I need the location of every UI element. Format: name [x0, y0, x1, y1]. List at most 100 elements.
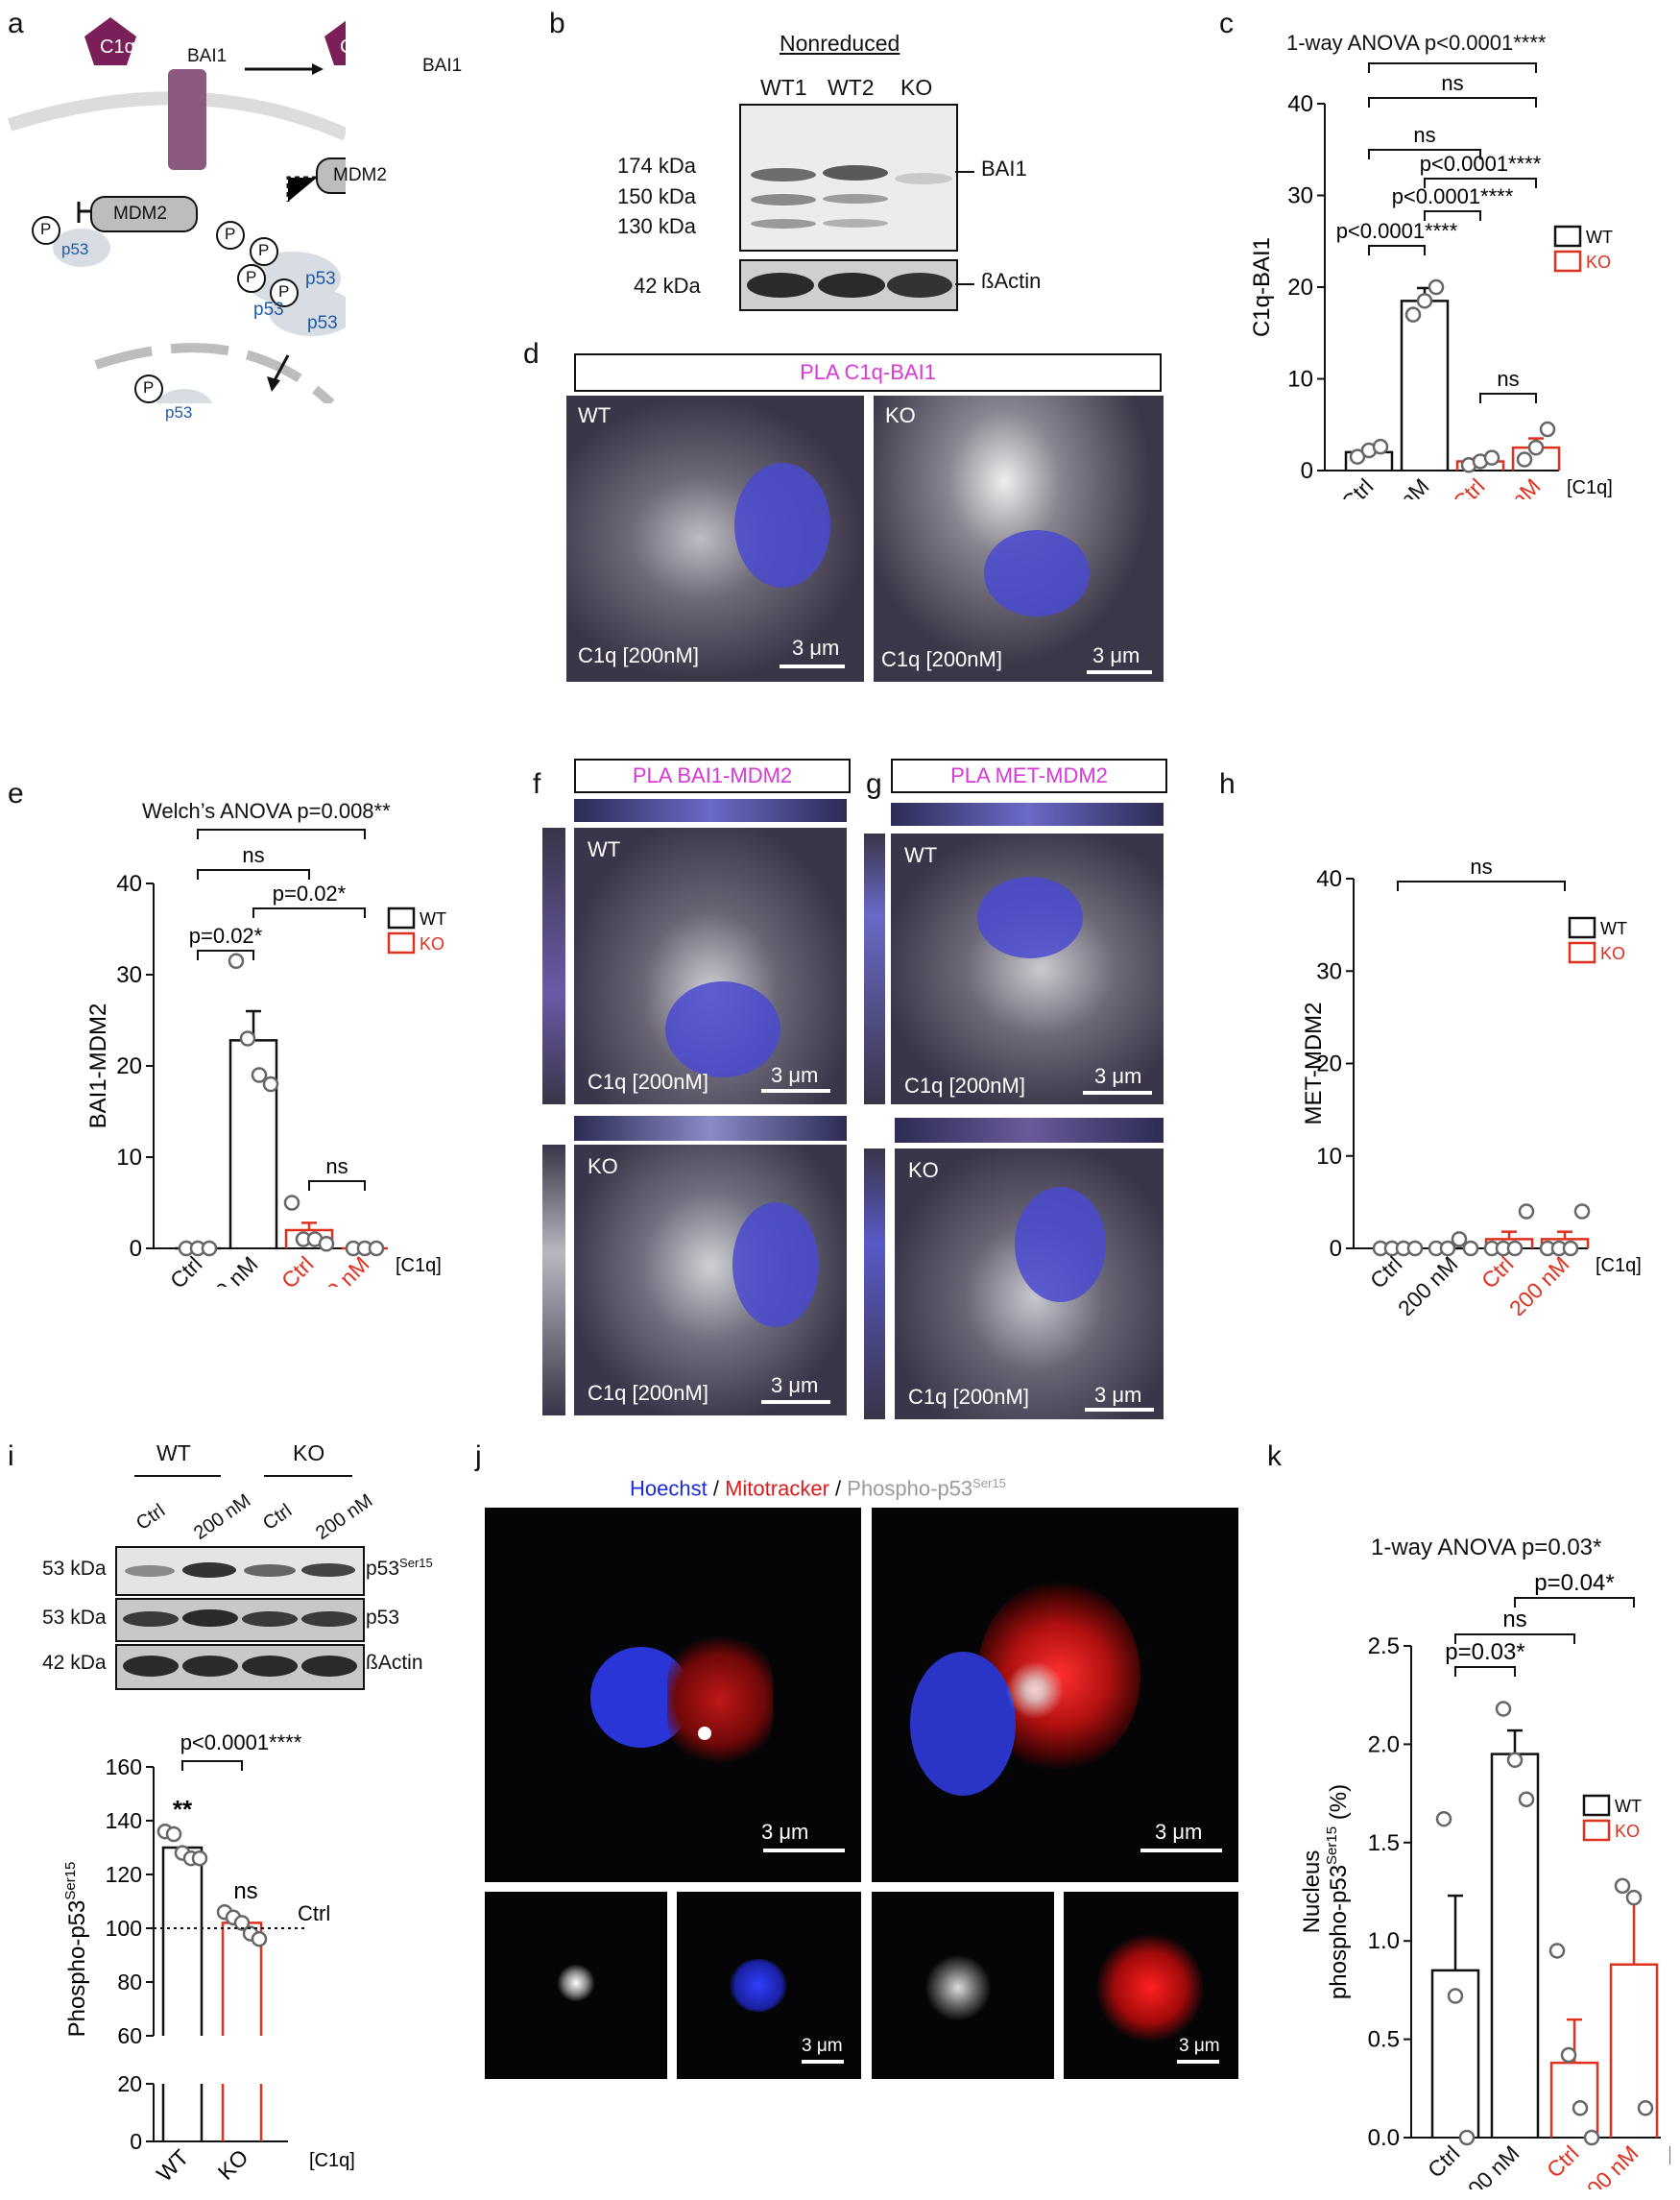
- panel-e-anova: Welch’s ANOVA p=0.008**: [142, 799, 391, 823]
- panel-g-orthoview-top: [891, 803, 1164, 826]
- y-tick-label: 10: [116, 1145, 142, 1171]
- sig-bracket: [308, 1180, 366, 1191]
- panel-f-orthoview-side-ko: [542, 1145, 565, 1415]
- bar-1: [1400, 300, 1450, 471]
- panel-g-ko-treat: C1q [200nM]: [908, 1385, 1029, 1409]
- data-point: [1404, 306, 1422, 323]
- kda-174: 174 kDa: [617, 154, 696, 178]
- bar-1: [1490, 1753, 1540, 2138]
- panel-i-kda-1: 53 kDa: [42, 1607, 107, 1629]
- data-point: [1518, 1203, 1535, 1220]
- bai1-label-2: BAI1: [422, 56, 463, 76]
- bar-bottom-0: [161, 2084, 204, 2141]
- panel-i-ko: KO: [293, 1440, 325, 1465]
- panel-g-label: g: [866, 768, 882, 800]
- panel-j-label: j: [475, 1440, 482, 1472]
- panel-f-wt-scale-label: 3 μm: [771, 1063, 819, 1087]
- legend-wt-label: WT: [1600, 919, 1627, 938]
- panel-i-kda-0: 53 kDa: [42, 1558, 107, 1580]
- y-axis-label-2: phospho-p53Ser15 (%): [1324, 1784, 1352, 1999]
- scale-bar: [763, 1849, 845, 1852]
- panel-f-title-box: PLA BAI1-MDM2: [574, 759, 851, 793]
- legend-wt-swatch: [1568, 916, 1596, 939]
- panel-j-scale-label-2: 3 μm: [1155, 1820, 1203, 1844]
- x-tick-label: Ctrl: [1542, 2140, 1584, 2183]
- panel-a-diagram: [7, 17, 346, 403]
- sig-label: ns: [1502, 1607, 1526, 1632]
- data-point: [165, 1825, 182, 1843]
- panel-f-ko-tag: KO: [588, 1154, 618, 1178]
- phospho-p-label-3: P: [258, 241, 270, 259]
- panel-i-row-2: ßActin: [366, 1652, 423, 1674]
- y-axis-label: Phospho-p53Ser15: [62, 1862, 90, 2038]
- panel-i-row-0: p53Ser15: [366, 1556, 433, 1580]
- panel-f-orthoview-top: [574, 799, 847, 822]
- y-tick-label: 20: [116, 1053, 142, 1079]
- panel-j-scale-label-1: 3 μm: [761, 1820, 809, 1844]
- sig-bracket: [1368, 149, 1481, 159]
- scale-bar: [1087, 670, 1152, 674]
- p53-label-5: p53: [165, 403, 193, 422]
- data-point: [251, 1930, 268, 1947]
- bai1-receptor-1: [168, 69, 206, 170]
- panel-d-title-box: PLA C1q-BAI1: [574, 353, 1162, 392]
- sig-bracket: [181, 1760, 243, 1771]
- panel-e-label: e: [8, 778, 24, 810]
- sig-bracket: [1514, 1597, 1635, 1608]
- legend-wt-label: WT: [420, 909, 446, 929]
- legend-ko-label: KO: [1615, 1822, 1640, 1841]
- scale-bar: [1085, 1408, 1154, 1412]
- x-unit-label: [C1q]: [309, 2150, 355, 2171]
- sig-bracket: [252, 907, 366, 918]
- legend-ko-label: KO: [1600, 944, 1625, 963]
- p53-label-4: p53: [307, 313, 338, 333]
- data-point: [1435, 1810, 1452, 1827]
- x-unit-label: [C1q]: [396, 1255, 442, 1276]
- data-point: [1428, 278, 1445, 296]
- y-tick-label: 120: [106, 1862, 142, 1887]
- sig-mark-wt: **: [173, 1795, 193, 1824]
- data-point: [1451, 1231, 1468, 1247]
- panel-g-ko-tag: KO: [908, 1158, 939, 1182]
- western-title: Nonreduced: [780, 31, 900, 56]
- data-point: [1349, 448, 1366, 465]
- panel-f-wt-treat: C1q [200nM]: [588, 1070, 708, 1094]
- y-tick-label: 30: [116, 962, 142, 988]
- sig-label: ns: [1497, 367, 1519, 391]
- sig-mark-ko: ns: [233, 1878, 257, 1904]
- panel-g-orthoview-side-ko: [864, 1148, 885, 1419]
- data-point: [228, 953, 245, 969]
- data-point: [251, 1067, 268, 1083]
- c1q-pentagon-1: [84, 17, 136, 65]
- panel-f-wt-image: WT C1q [200nM] 3 μm: [574, 828, 847, 1104]
- sig-label: p<0.0001****: [180, 1730, 302, 1754]
- data-point: [1372, 438, 1389, 455]
- legend-wt-swatch: [1553, 225, 1582, 248]
- y-tick-label: 140: [106, 1808, 142, 1833]
- panel-g-wt-image: WT C1q [200nM] 3 μm: [891, 834, 1164, 1104]
- y-tick-label: 2.0: [1368, 1731, 1400, 1757]
- x-tick-label: WT: [152, 2144, 194, 2187]
- sig-bracket: [197, 869, 310, 880]
- panel-j-merged-image-1: 3 μm: [485, 1508, 861, 1882]
- panel-g-ko-scale-label: 3 μm: [1094, 1383, 1142, 1407]
- panel-j-merged-image-2: 3 μm: [872, 1508, 1238, 1882]
- data-point: [1637, 2100, 1654, 2116]
- panel-d-label: d: [523, 338, 540, 370]
- sig-label: ns: [1441, 71, 1463, 95]
- phospho-p-label: P: [40, 220, 52, 238]
- sig-label: ns: [325, 1154, 348, 1178]
- legend-ko-swatch: [387, 931, 416, 955]
- panel-i-p53-blot: [115, 1598, 365, 1642]
- data-point: [368, 1240, 385, 1257]
- bar-bottom-1: [221, 2084, 263, 2141]
- lane-label-ko: KO: [900, 75, 933, 100]
- panel-i-kda-2: 42 kDa: [42, 1652, 107, 1674]
- y-tick-label: 1.0: [1368, 1928, 1400, 1954]
- data-point: [1462, 1240, 1479, 1257]
- mdm2-box-1: [90, 196, 198, 232]
- panel-g-orthoview-top-ko: [895, 1118, 1164, 1143]
- x-tick-label: Ctrl: [1336, 473, 1379, 499]
